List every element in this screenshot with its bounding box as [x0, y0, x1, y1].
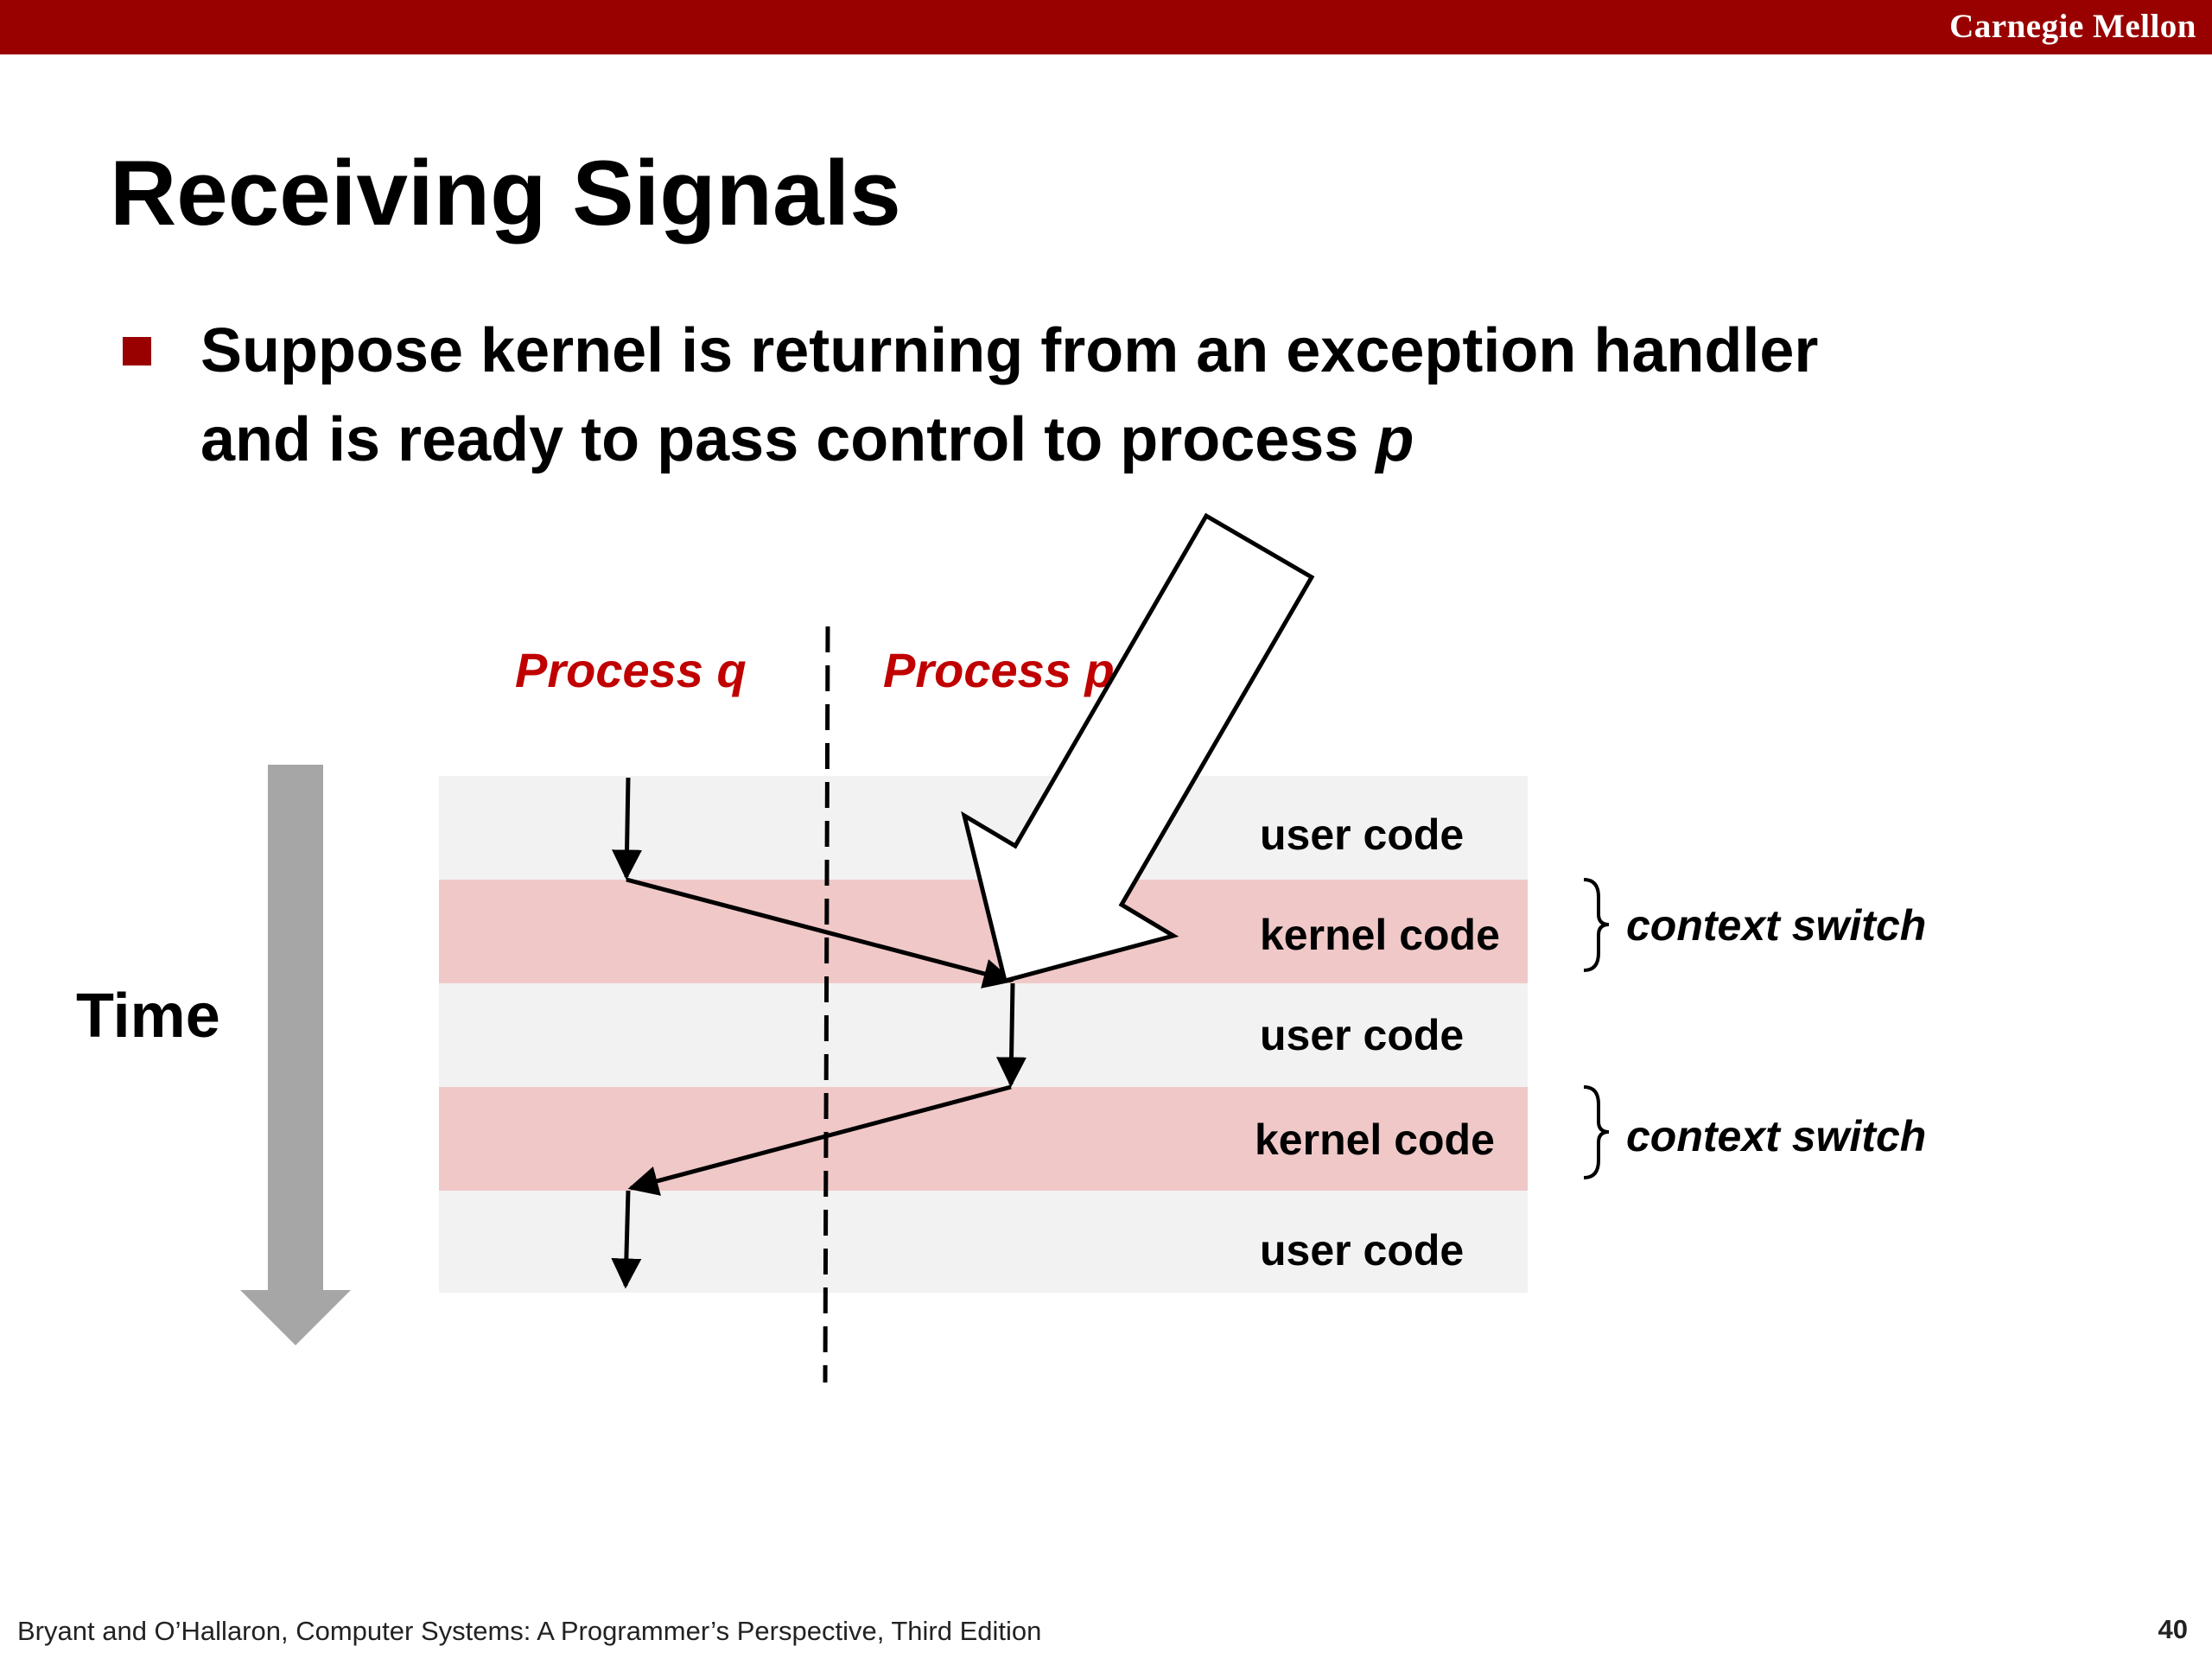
slide-title: Receiving Signals	[110, 141, 901, 245]
band-label-user-2: user code	[1260, 1011, 1464, 1059]
context-switch-label-1: context switch	[1626, 901, 1926, 950]
bullet-line-2-italic: p	[1376, 405, 1414, 474]
execution-flow	[611, 777, 1027, 1289]
band-label-kernel-2: kernel code	[1255, 1116, 1495, 1164]
big-pointer-arrow-icon	[961, 512, 1315, 984]
bullet-line-1: Suppose kernel is returning from an exce…	[200, 316, 1819, 385]
band-label-kernel-1: kernel code	[1260, 911, 1500, 959]
footer-citation: Bryant and O’Hallaron, Computer Systems:…	[17, 1616, 1042, 1646]
brace-icon-1	[1583, 878, 1610, 972]
bullet-square-icon	[123, 337, 151, 365]
band-user-2	[439, 983, 1528, 1087]
process-q-label: Process q	[515, 643, 747, 697]
header-bar: Carnegie Mellon	[0, 0, 2212, 54]
flow-q-user-1	[612, 777, 643, 880]
brand-logo: Carnegie Mellon	[1949, 8, 2196, 45]
process-p-label: Process p	[883, 643, 1115, 697]
flow-switch-q-to-p	[626, 877, 1014, 988]
brace-icon-2	[1583, 1085, 1610, 1179]
context-switch-label-2: context switch	[1626, 1112, 1926, 1160]
flow-switch-p-to-q	[627, 1084, 1012, 1196]
flow-p-user-2	[996, 982, 1027, 1088]
flow-q-user-3	[611, 1190, 642, 1289]
process-divider	[823, 626, 830, 1383]
bullet-line-2: and is ready to pass control to process …	[200, 396, 2015, 485]
time-label: Time	[76, 982, 220, 1051]
bullet-line-2-text: and is ready to pass control to process	[200, 405, 1376, 474]
page-number: 40	[2158, 1614, 2188, 1644]
band-label-user-3: user code	[1260, 1226, 1464, 1274]
band-label-user-1: user code	[1260, 810, 1464, 859]
time-arrow-icon	[240, 765, 351, 1345]
bullet-text: Suppose kernel is returning from an exce…	[200, 307, 2015, 485]
band-kernel-2	[439, 1087, 1528, 1191]
